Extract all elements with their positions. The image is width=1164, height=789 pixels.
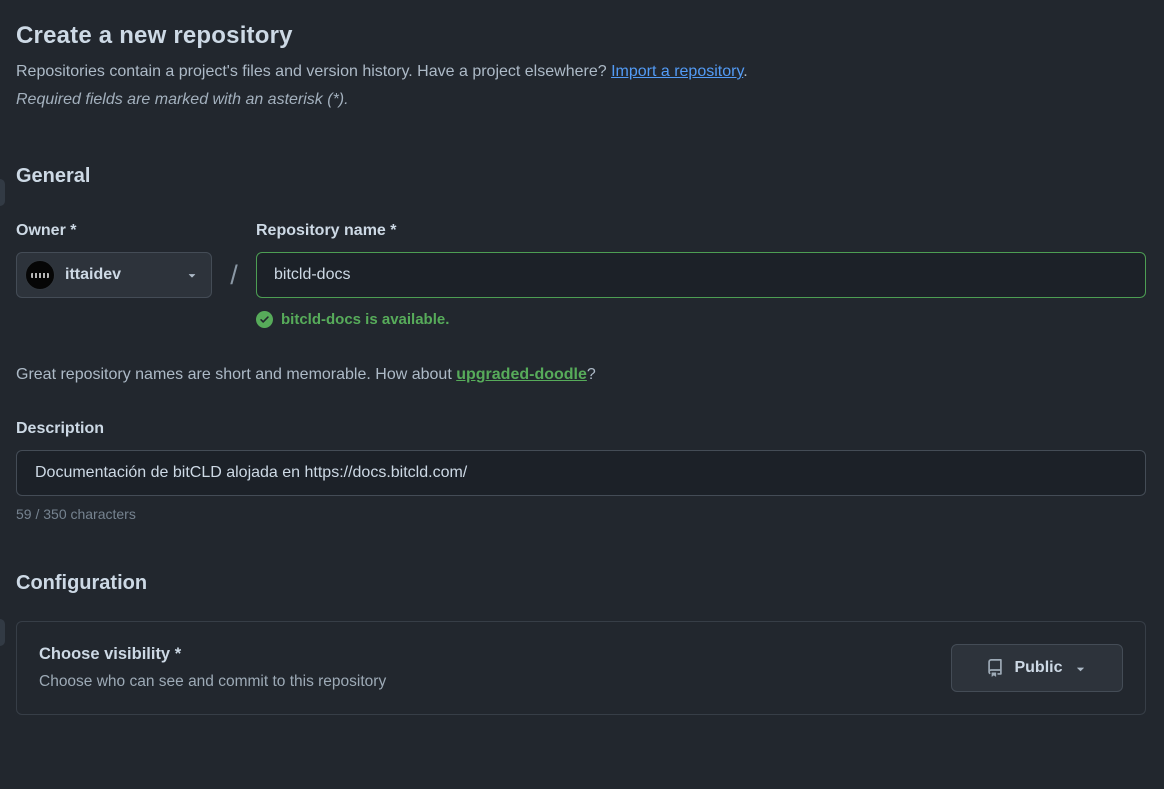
repository-name-input[interactable] bbox=[256, 252, 1146, 299]
chevron-down-icon bbox=[188, 274, 196, 278]
visibility-text-block: Choose visibility * Choose who can see a… bbox=[39, 645, 386, 691]
visibility-select-button[interactable]: Public bbox=[951, 644, 1123, 693]
page-header: Create a new repository Repositories con… bbox=[16, 22, 1146, 109]
page-subtitle: Repositories contain a project's files a… bbox=[16, 60, 1146, 83]
hint-suffix: ? bbox=[586, 366, 596, 384]
configuration-section-heading: Configuration bbox=[16, 572, 148, 595]
suggested-name-link[interactable]: upgraded-doodle bbox=[456, 366, 587, 384]
create-repository-page: Create a new repository Repositories con… bbox=[16, 22, 1146, 716]
description-input[interactable] bbox=[16, 450, 1146, 497]
general-section-heading: General bbox=[16, 165, 91, 188]
hint-text: Great repository names are short and mem… bbox=[16, 366, 457, 384]
owner-repo-form: Owner * Repository name * ittaidev / bit… bbox=[16, 222, 1146, 329]
visibility-label: Choose visibility * bbox=[39, 645, 182, 664]
owner-repo-separator: / bbox=[230, 259, 238, 290]
repo-name-hint: Great repository names are short and mem… bbox=[16, 366, 1146, 384]
configuration-anchor-indicator bbox=[0, 619, 5, 646]
chevron-down-icon bbox=[1076, 667, 1084, 671]
general-anchor-indicator bbox=[0, 179, 5, 206]
check-circle-fill-icon bbox=[256, 311, 273, 329]
subtitle-period: . bbox=[743, 63, 748, 80]
availability-message: bitcld-docs is available. bbox=[281, 311, 450, 329]
visibility-card: Choose visibility * Choose who can see a… bbox=[16, 621, 1146, 716]
owner-select-button[interactable]: ittaidev bbox=[16, 252, 212, 299]
description-char-counter: 59 / 350 characters bbox=[16, 506, 136, 523]
repo-icon bbox=[988, 659, 1003, 677]
name-availability-status: bitcld-docs is available. bbox=[256, 311, 1146, 329]
owner-selected-value: ittaidev bbox=[65, 266, 122, 284]
subtitle-text: Repositories contain a project's files a… bbox=[16, 63, 612, 80]
owner-avatar bbox=[25, 260, 55, 291]
import-repository-link[interactable]: Import a repository bbox=[611, 63, 744, 80]
owner-avatar-logo-icon bbox=[31, 272, 49, 278]
required-fields-note: Required fields are marked with an aster… bbox=[16, 91, 349, 109]
visibility-help-text: Choose who can see and commit to this re… bbox=[39, 673, 387, 691]
description-label: Description bbox=[16, 420, 105, 438]
page-title: Create a new repository bbox=[16, 22, 293, 49]
visibility-selected-value: Public bbox=[1014, 659, 1063, 677]
owner-label: Owner * bbox=[16, 222, 77, 240]
repository-name-label: Repository name * bbox=[256, 222, 397, 240]
